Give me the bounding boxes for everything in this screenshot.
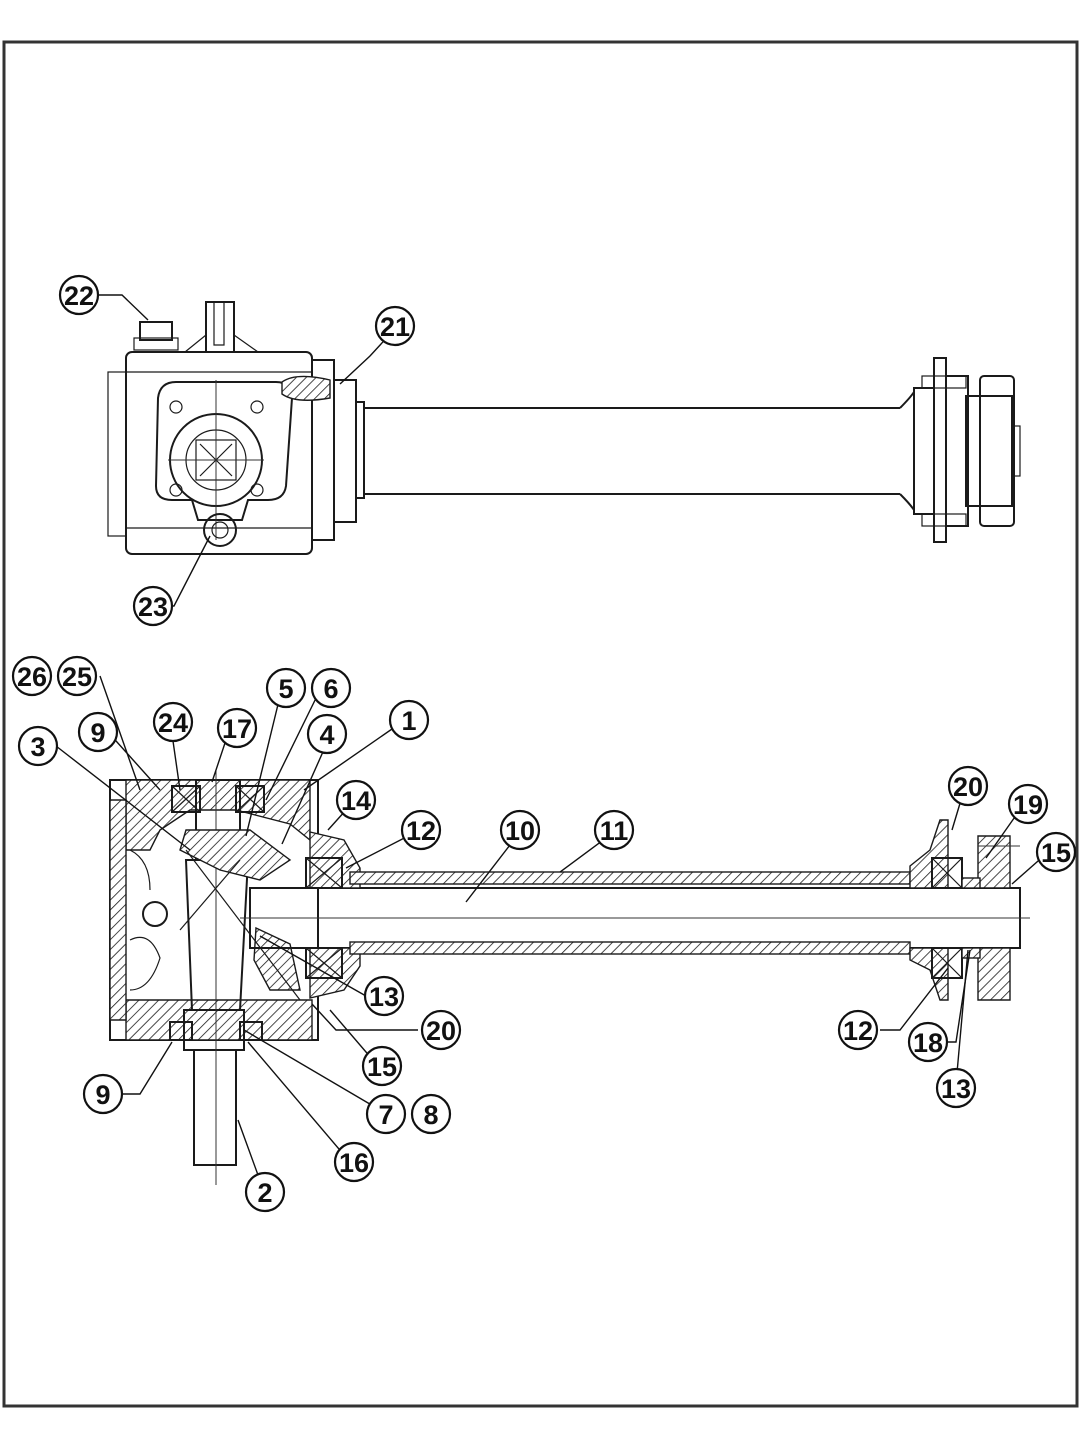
callout-21: 21 [374,305,416,347]
callout-1: 1 [388,699,430,741]
callout-2: 2 [244,1171,286,1213]
callout-label: 1 [401,706,416,736]
callout-label: 16 [339,1148,369,1178]
callout-label: 15 [1041,838,1071,868]
callout-label: 17 [222,714,252,744]
callout-label: 12 [406,816,436,846]
sheet-border [2,40,1079,1408]
callout-label: 2 [257,1178,272,1208]
callout-4: 4 [306,713,348,755]
callout-26: 26 [11,655,53,697]
callout-17: 17 [216,707,258,749]
callout-label: 5 [278,674,293,704]
callout-12-right: 12 [837,1009,879,1051]
callout-label: 14 [341,786,371,816]
callout-3: 3 [17,725,59,767]
callout-9-bottom: 9 [82,1073,124,1115]
callout-label: 13 [941,1074,971,1104]
callout-label: 20 [426,1016,456,1046]
callout-label: 9 [95,1080,110,1110]
callout-label: 10 [505,816,535,846]
callout-label: 23 [138,592,168,622]
callout-label: 8 [423,1100,438,1130]
callout-19: 19 [1007,783,1049,825]
callout-label: 19 [1013,790,1043,820]
callout-9-top: 9 [77,711,119,753]
callout-22: 22 [58,274,100,316]
callout-label: 15 [367,1052,397,1082]
callout-16: 16 [333,1141,375,1183]
callout-13-right: 13 [935,1067,977,1109]
callout-18: 18 [907,1021,949,1063]
top-view [107,301,1021,555]
callout-20-right: 20 [947,765,989,807]
callout-11: 11 [593,809,635,851]
section-view [109,770,1030,1185]
callout-20-left: 20 [420,1009,462,1051]
callout-label: 24 [158,708,188,738]
callout-label: 12 [843,1016,873,1046]
callout-7: 7 [365,1093,407,1135]
callout-14: 14 [335,779,377,821]
callout-label: 9 [90,718,105,748]
callout-label: 18 [913,1028,943,1058]
callouts: 22 21 23 26 25 3 9 24 17 5 6 4 1 14 12 1… [11,274,1077,1213]
callout-label: 7 [378,1100,393,1130]
callout-label: 25 [62,662,92,692]
callout-13-left: 13 [363,975,405,1017]
callout-label: 4 [319,720,334,750]
callout-label: 20 [953,772,983,802]
callout-5: 5 [265,667,307,709]
callout-label: 21 [380,312,410,342]
callout-label: 6 [323,674,338,704]
callout-6: 6 [310,667,352,709]
callout-15-right: 15 [1035,831,1077,873]
callout-10: 10 [499,809,541,851]
callout-23: 23 [132,585,174,627]
callout-label: 3 [30,732,45,762]
callout-8: 8 [410,1093,452,1135]
callout-label: 22 [64,281,94,311]
callout-25: 25 [56,655,98,697]
callout-15-left: 15 [361,1045,403,1087]
callout-label: 26 [17,662,47,692]
callout-label: 13 [369,982,399,1012]
callout-24: 24 [152,701,194,743]
callout-12-left: 12 [400,809,442,851]
callout-label: 11 [600,816,629,846]
